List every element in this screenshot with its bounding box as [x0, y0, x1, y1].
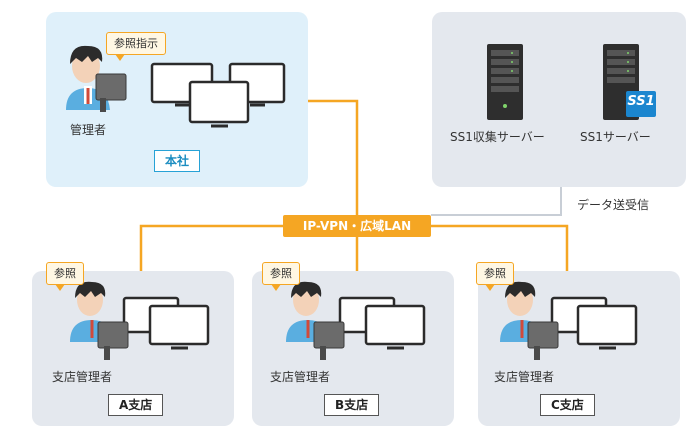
monitor-icon [576, 304, 638, 350]
branch-b-box-label: B支店 [324, 394, 380, 416]
branch-a-link [139, 224, 283, 271]
data-link [431, 187, 562, 216]
hq-link [308, 99, 359, 215]
ss1-server-label: SS1サーバー [580, 130, 651, 144]
server-icon [487, 44, 523, 120]
reference-bubble: 参照 [262, 262, 300, 291]
admin-label: 管理者 [70, 123, 107, 137]
branch-admin-label: 支店管理者 [52, 370, 113, 384]
monitor-icon [148, 304, 210, 350]
collect-server-label: SS1収集サーバー [450, 130, 545, 144]
hq-box-label: 本社 [154, 150, 201, 172]
ss1-logo-text: SS1 [627, 94, 655, 109]
monitor-icon [364, 304, 426, 350]
branch-c-link [431, 224, 569, 271]
data-transfer-label: データ送受信 [577, 198, 650, 212]
branch-a-box-label: A支店 [108, 394, 164, 416]
server-icon [603, 44, 656, 120]
branch-c-box-label: C支店 [540, 394, 595, 416]
person-icon [286, 281, 345, 360]
reference-bubble: 参照 [46, 262, 84, 291]
instruction-bubble: 参照指示 [106, 32, 166, 61]
person-icon [500, 281, 559, 360]
monitor-icon [188, 80, 250, 128]
ss1-logo-icon [626, 91, 656, 117]
branch-admin-label: 支店管理者 [270, 370, 331, 384]
reference-bubble: 参照 [476, 262, 514, 291]
wan-label: IP-VPN・広域LAN [283, 215, 431, 237]
person-icon [70, 281, 129, 360]
branch-admin-label: 支店管理者 [494, 370, 555, 384]
